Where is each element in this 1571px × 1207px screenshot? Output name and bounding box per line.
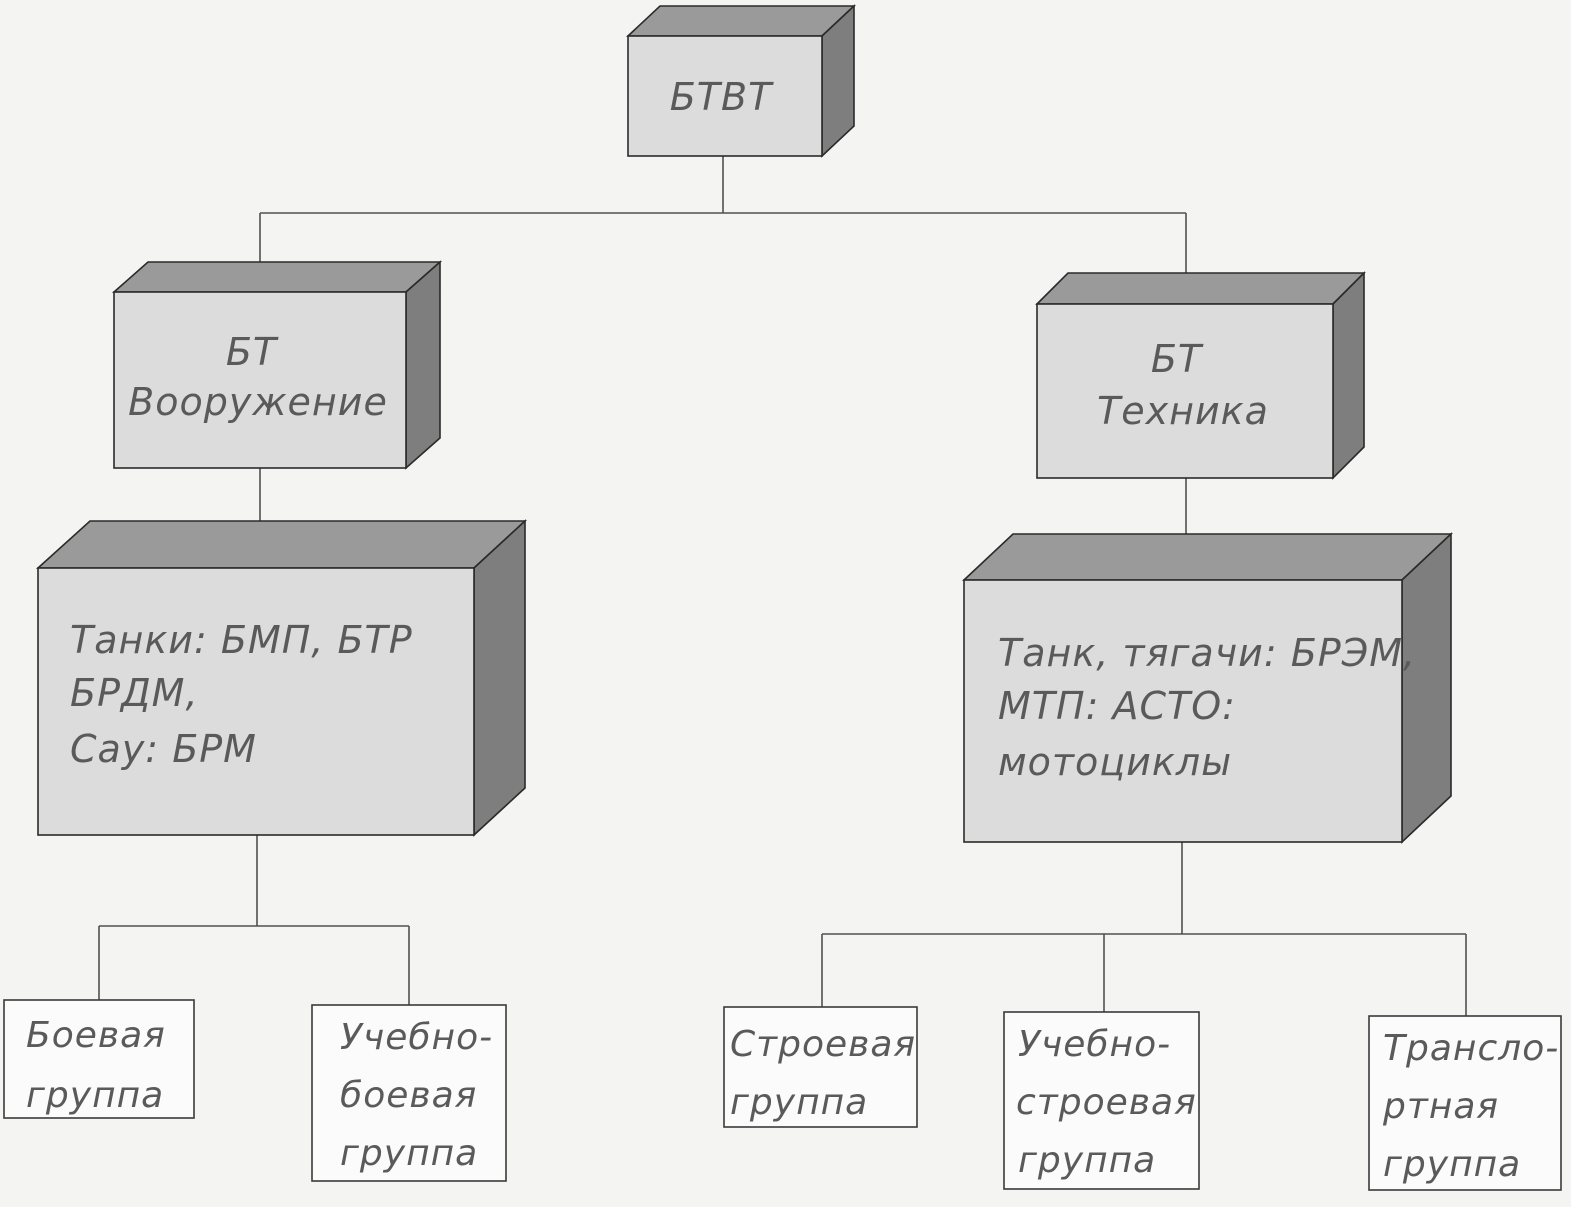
node-training-line-group-label: Учебно- строевая группа — [1016, 1024, 1209, 1181]
node-equipment-front-face — [1036, 303, 1334, 479]
node-line-group-box — [723, 1006, 918, 1128]
node-combat-group-label: Боевая группа — [26, 1015, 178, 1116]
node-line-group-label: Строевая группа — [730, 1024, 929, 1123]
node-armament-list-side-face — [473, 519, 526, 837]
node-training-line-group: Учебно- строевая группа — [1003, 1011, 1209, 1190]
node-armament-list-front-face — [37, 567, 475, 836]
node-root-label: БТВТ — [670, 75, 774, 119]
node-equipment-list: Танк, тягачи: БРЭМ, МТП: АСТО: мотоциклы — [961, 532, 1454, 844]
node-equipment-list-label-line-1: Танк, тягачи: БРЭМ, — [998, 631, 1416, 675]
node-line-group-label-line-1: Строевая — [730, 1024, 916, 1065]
node-equipment: БТ Техника — [1035, 271, 1366, 480]
node-equipment-list-side-face — [1401, 532, 1452, 844]
node-training-line-group-label-line-3: группа — [1018, 1140, 1156, 1181]
node-training-combat-group-label: Учебно- боевая группа — [340, 1017, 506, 1174]
node-training-combat-group: Учебно- боевая группа — [311, 1004, 507, 1182]
node-equipment-list-label-line-2: МТП: АСТО: — [998, 684, 1236, 728]
node-line-group-label-line-2: группа — [730, 1082, 868, 1123]
node-root-front-face — [627, 35, 823, 157]
node-transport-group-box — [1368, 1015, 1562, 1191]
node-equipment-list-label: Танк, тягачи: БРЭМ, МТП: АСТО: мотоциклы — [998, 631, 1429, 784]
node-training-line-group-label-line-2: строевая — [1016, 1082, 1197, 1123]
node-armament-list-top-face — [35, 520, 528, 569]
node-armament-list-label: Танки: БМП, БТР БРДМ, Сау: БРМ — [70, 618, 426, 771]
node-equipment-top-face — [1035, 272, 1366, 305]
connectors — [98, 156, 1467, 1016]
node-combat-group-label-line-1: Боевая — [26, 1015, 166, 1056]
node-armament-list-label-line-2: БРДМ, — [70, 671, 199, 715]
node-root-top-face — [625, 5, 857, 37]
node-armament-label: БТ Вооружение — [128, 330, 388, 424]
node-armament-list-label-line-3: Сау: БРМ — [70, 727, 257, 771]
node-armament-label-line-2: Вооружение — [128, 380, 388, 424]
node-training-line-group-label-line-1: Учебно- — [1018, 1024, 1171, 1065]
node-training-combat-group-label-line-3: группа — [340, 1133, 478, 1174]
node-combat-group-label-line-2: группа — [26, 1075, 164, 1116]
node-root-label-line-1: БТВТ — [670, 75, 774, 119]
node-combat-group-box — [3, 999, 195, 1119]
node-armament-front-face — [113, 291, 407, 469]
node-armament: БТ Вооружение — [111, 260, 443, 470]
node-equipment-label-line-2: Техника — [1097, 389, 1269, 433]
node-root: БТВТ — [625, 4, 857, 158]
node-equipment-label-line-1: БТ — [1151, 337, 1204, 381]
node-equipment-label: БТ Техника — [1097, 337, 1269, 433]
node-equipment-list-label-line-3: мотоциклы — [998, 740, 1232, 784]
node-training-combat-group-label-line-2: боевая — [340, 1075, 477, 1116]
node-line-group: Строевая группа — [723, 1006, 929, 1128]
node-equipment-side-face — [1332, 271, 1365, 480]
node-armament-top-face — [111, 261, 443, 293]
node-armament-side-face — [405, 260, 441, 470]
node-transport-group-label-line-3: группа — [1383, 1144, 1521, 1185]
node-armament-list: Танки: БМП, БТР БРДМ, Сау: БРМ — [35, 519, 528, 837]
node-equipment-list-front-face — [963, 579, 1403, 843]
node-training-combat-group-box — [311, 1004, 507, 1182]
node-armament-list-label-line-1: Танки: БМП, БТР — [70, 618, 413, 662]
node-training-combat-group-label-line-1: Учебно- — [340, 1017, 493, 1058]
node-transport-group: Трансло- ртная группа — [1368, 1015, 1571, 1191]
node-transport-group-label-line-1: Трансло- — [1383, 1028, 1559, 1069]
node-training-line-group-box — [1003, 1011, 1200, 1190]
node-armament-label-line-1: БТ — [226, 330, 279, 374]
node-equipment-list-top-face — [961, 533, 1454, 581]
node-combat-group: Боевая группа — [3, 999, 195, 1119]
node-transport-group-label: Трансло- ртная группа — [1382, 1028, 1571, 1185]
node-transport-group-label-line-2: ртная — [1382, 1086, 1499, 1127]
